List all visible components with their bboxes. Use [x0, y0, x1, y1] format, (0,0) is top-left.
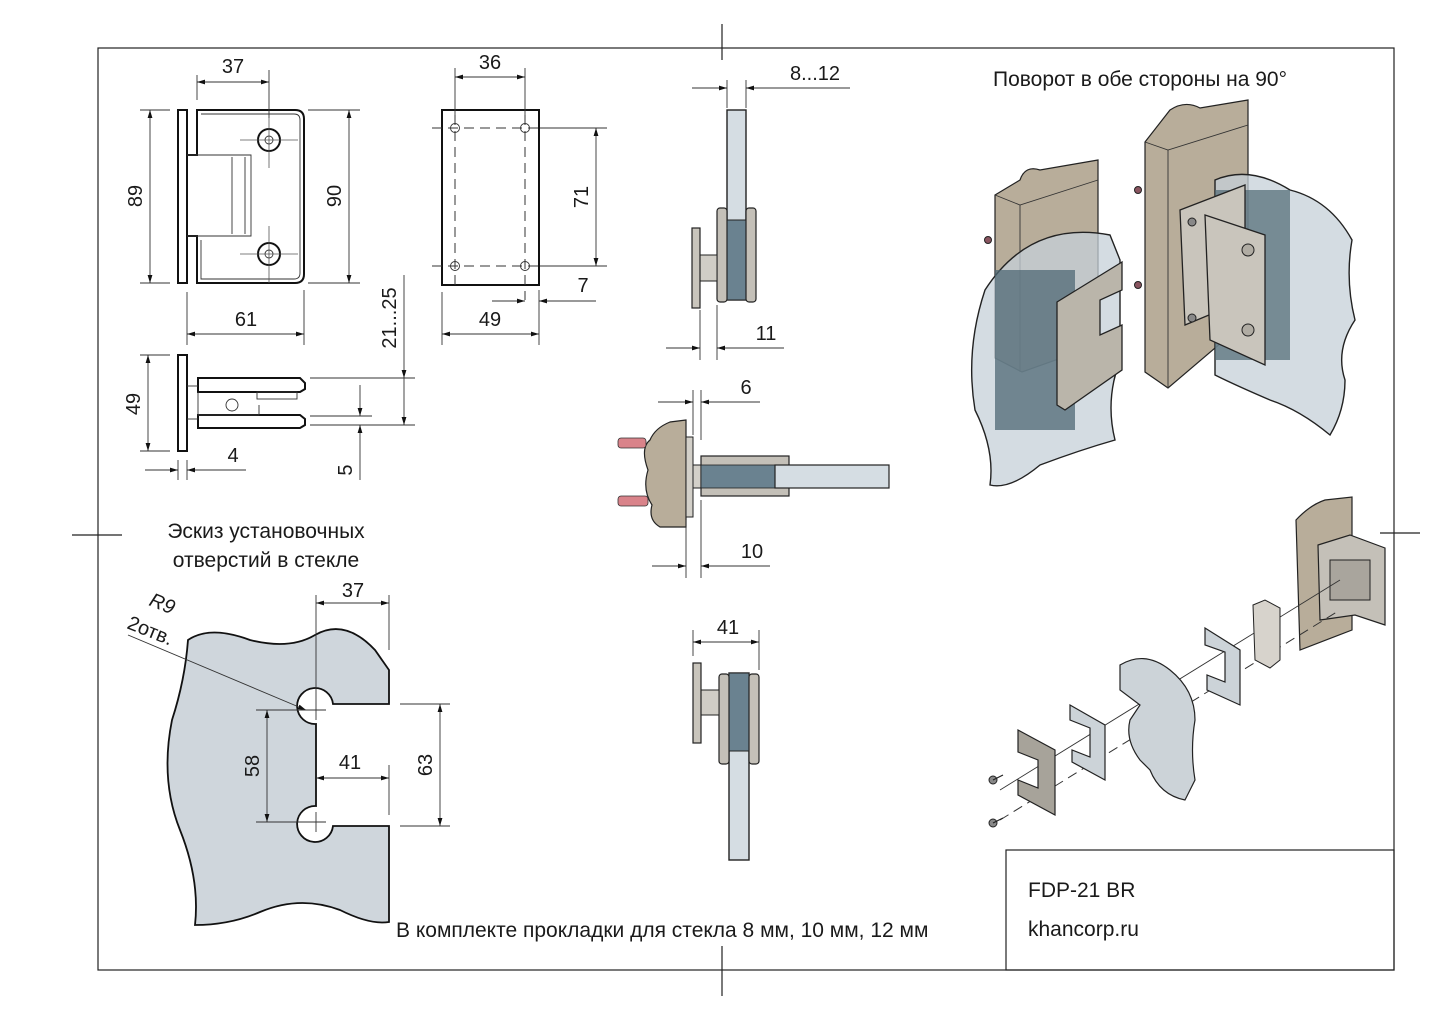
dim-front-89: 89 — [125, 185, 147, 207]
dim-wall-6: 6 — [740, 377, 751, 399]
front-view: 37 89 90 61 — [125, 56, 360, 345]
side-section-top: 8...12 11 — [666, 63, 850, 360]
dim-cut-41: 41 — [339, 752, 361, 774]
dim-cut-58: 58 — [242, 755, 264, 777]
exploded-view — [988, 496, 1386, 828]
dim-wall-10: 10 — [741, 541, 763, 563]
rotation-title: Поворот в обе стороны на 90° — [993, 68, 1287, 91]
radius-label: R9 — [146, 589, 178, 619]
dim-plate-49: 49 — [479, 309, 501, 331]
glass-cutout-sketch: Эскиз установочных отверстий в стекле 37… — [124, 520, 450, 926]
dim-plate-36: 36 — [479, 52, 501, 74]
dim-front-37: 37 — [222, 56, 244, 78]
dim-front-61: 61 — [235, 309, 257, 331]
side-section-bottom: 41 — [692, 617, 760, 861]
dim-depth-41: 41 — [717, 617, 739, 639]
drawing-frame — [97, 47, 1395, 971]
dim-side-21-25: 21...25 — [379, 287, 401, 348]
dim-plate-71: 71 — [571, 186, 593, 208]
dim-glass-8-12: 8...12 — [790, 63, 840, 85]
title-block: FDP-21 BR khancorp.ru — [1005, 849, 1395, 971]
side-view: 49 4 21...25 5 — [123, 275, 415, 480]
holes-title-line2: отверстий в стекле — [173, 549, 359, 572]
dim-front-90: 90 — [324, 185, 346, 207]
dim-cut-37: 37 — [342, 580, 364, 602]
dim-offset-11: 11 — [756, 323, 777, 345]
dim-side-5: 5 — [335, 464, 357, 475]
kit-note: В комплекте прокладки для стекла 8 мм, 1… — [396, 919, 928, 942]
rotation-3d-view: Поворот в обе стороны на 90° — [970, 68, 1356, 487]
dim-side-4: 4 — [227, 445, 238, 467]
wall-section: 6 10 — [617, 377, 890, 578]
model-code: FDP-21 BR — [1028, 879, 1135, 902]
dim-plate-7: 7 — [577, 275, 588, 297]
center-marks — [72, 24, 1420, 996]
dim-cut-63: 63 — [415, 754, 437, 776]
holes-title-line1: Эскиз установочных — [167, 520, 365, 543]
dim-side-49: 49 — [123, 393, 145, 415]
back-plate-view: 36 71 7 49 — [432, 52, 607, 345]
website: khancorp.ru — [1028, 918, 1139, 941]
